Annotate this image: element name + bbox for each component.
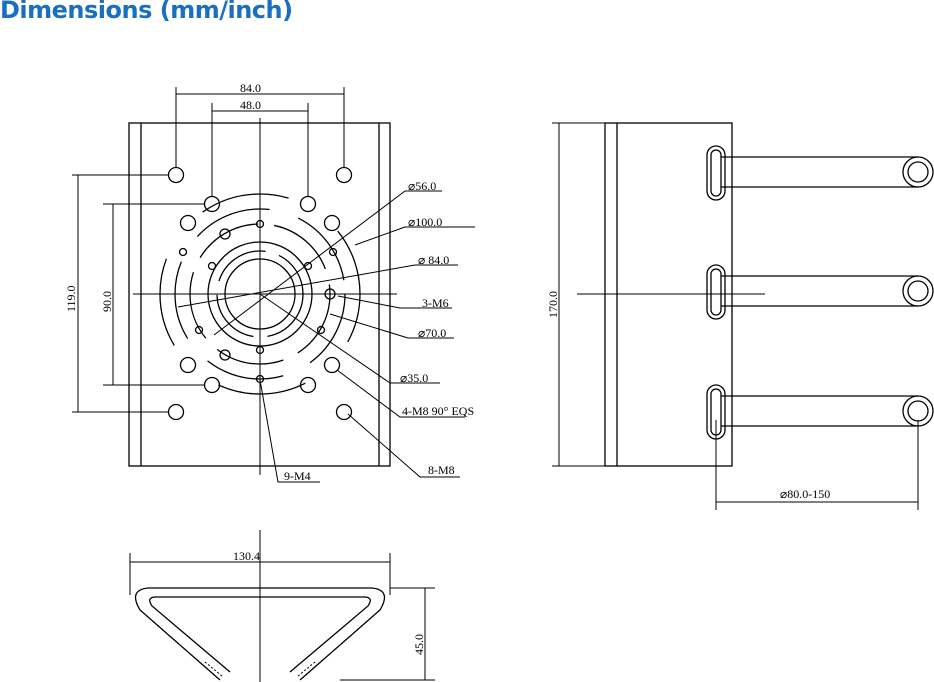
- ring-35: [224, 258, 296, 330]
- callout-dia-100: ⌀100.0: [408, 215, 442, 229]
- ring-outer: [159, 193, 361, 395]
- callout-dia-70: ⌀70.0: [418, 326, 446, 340]
- page-title: Dimensions (mm/inch): [0, 0, 293, 24]
- ring-100: [174, 208, 346, 380]
- front-view: 84.0 48.0 119.0 90.0 ⌀56.0 ⌀100.0 ⌀ 84.0…: [64, 81, 475, 483]
- dim-45: 45.0: [412, 634, 426, 655]
- ring-56: [216, 250, 304, 338]
- dim-84: 84.0: [240, 81, 261, 95]
- pole-clamps: [706, 145, 934, 440]
- holes-4-m8: [179, 214, 341, 374]
- callout-8-m8: 8-M8: [428, 463, 455, 477]
- side-view: 170.0 ⌀80.0-150: [546, 122, 934, 510]
- callout-9-m4: 9-M4: [284, 469, 311, 483]
- callout-dia-84: ⌀ 84.0: [418, 253, 449, 267]
- dim-90: 90.0: [100, 291, 114, 312]
- dim-119: 119.0: [64, 285, 78, 312]
- dim-pole-range: ⌀80.0-150: [780, 487, 830, 501]
- dim-130: 130.4: [233, 549, 260, 563]
- bottom-view: 130.4 45.0: [129, 530, 435, 682]
- ring-84: [189, 223, 331, 365]
- callout-3-m6: 3-M6: [422, 296, 449, 310]
- callout-dia-56: ⌀56.0: [408, 179, 436, 193]
- dim-170: 170.0: [546, 291, 560, 318]
- dim-48: 48.0: [240, 98, 261, 112]
- callout-4-m8: 4-M8 90° EQS: [402, 404, 474, 418]
- callout-dia-35: ⌀35.0: [400, 371, 428, 385]
